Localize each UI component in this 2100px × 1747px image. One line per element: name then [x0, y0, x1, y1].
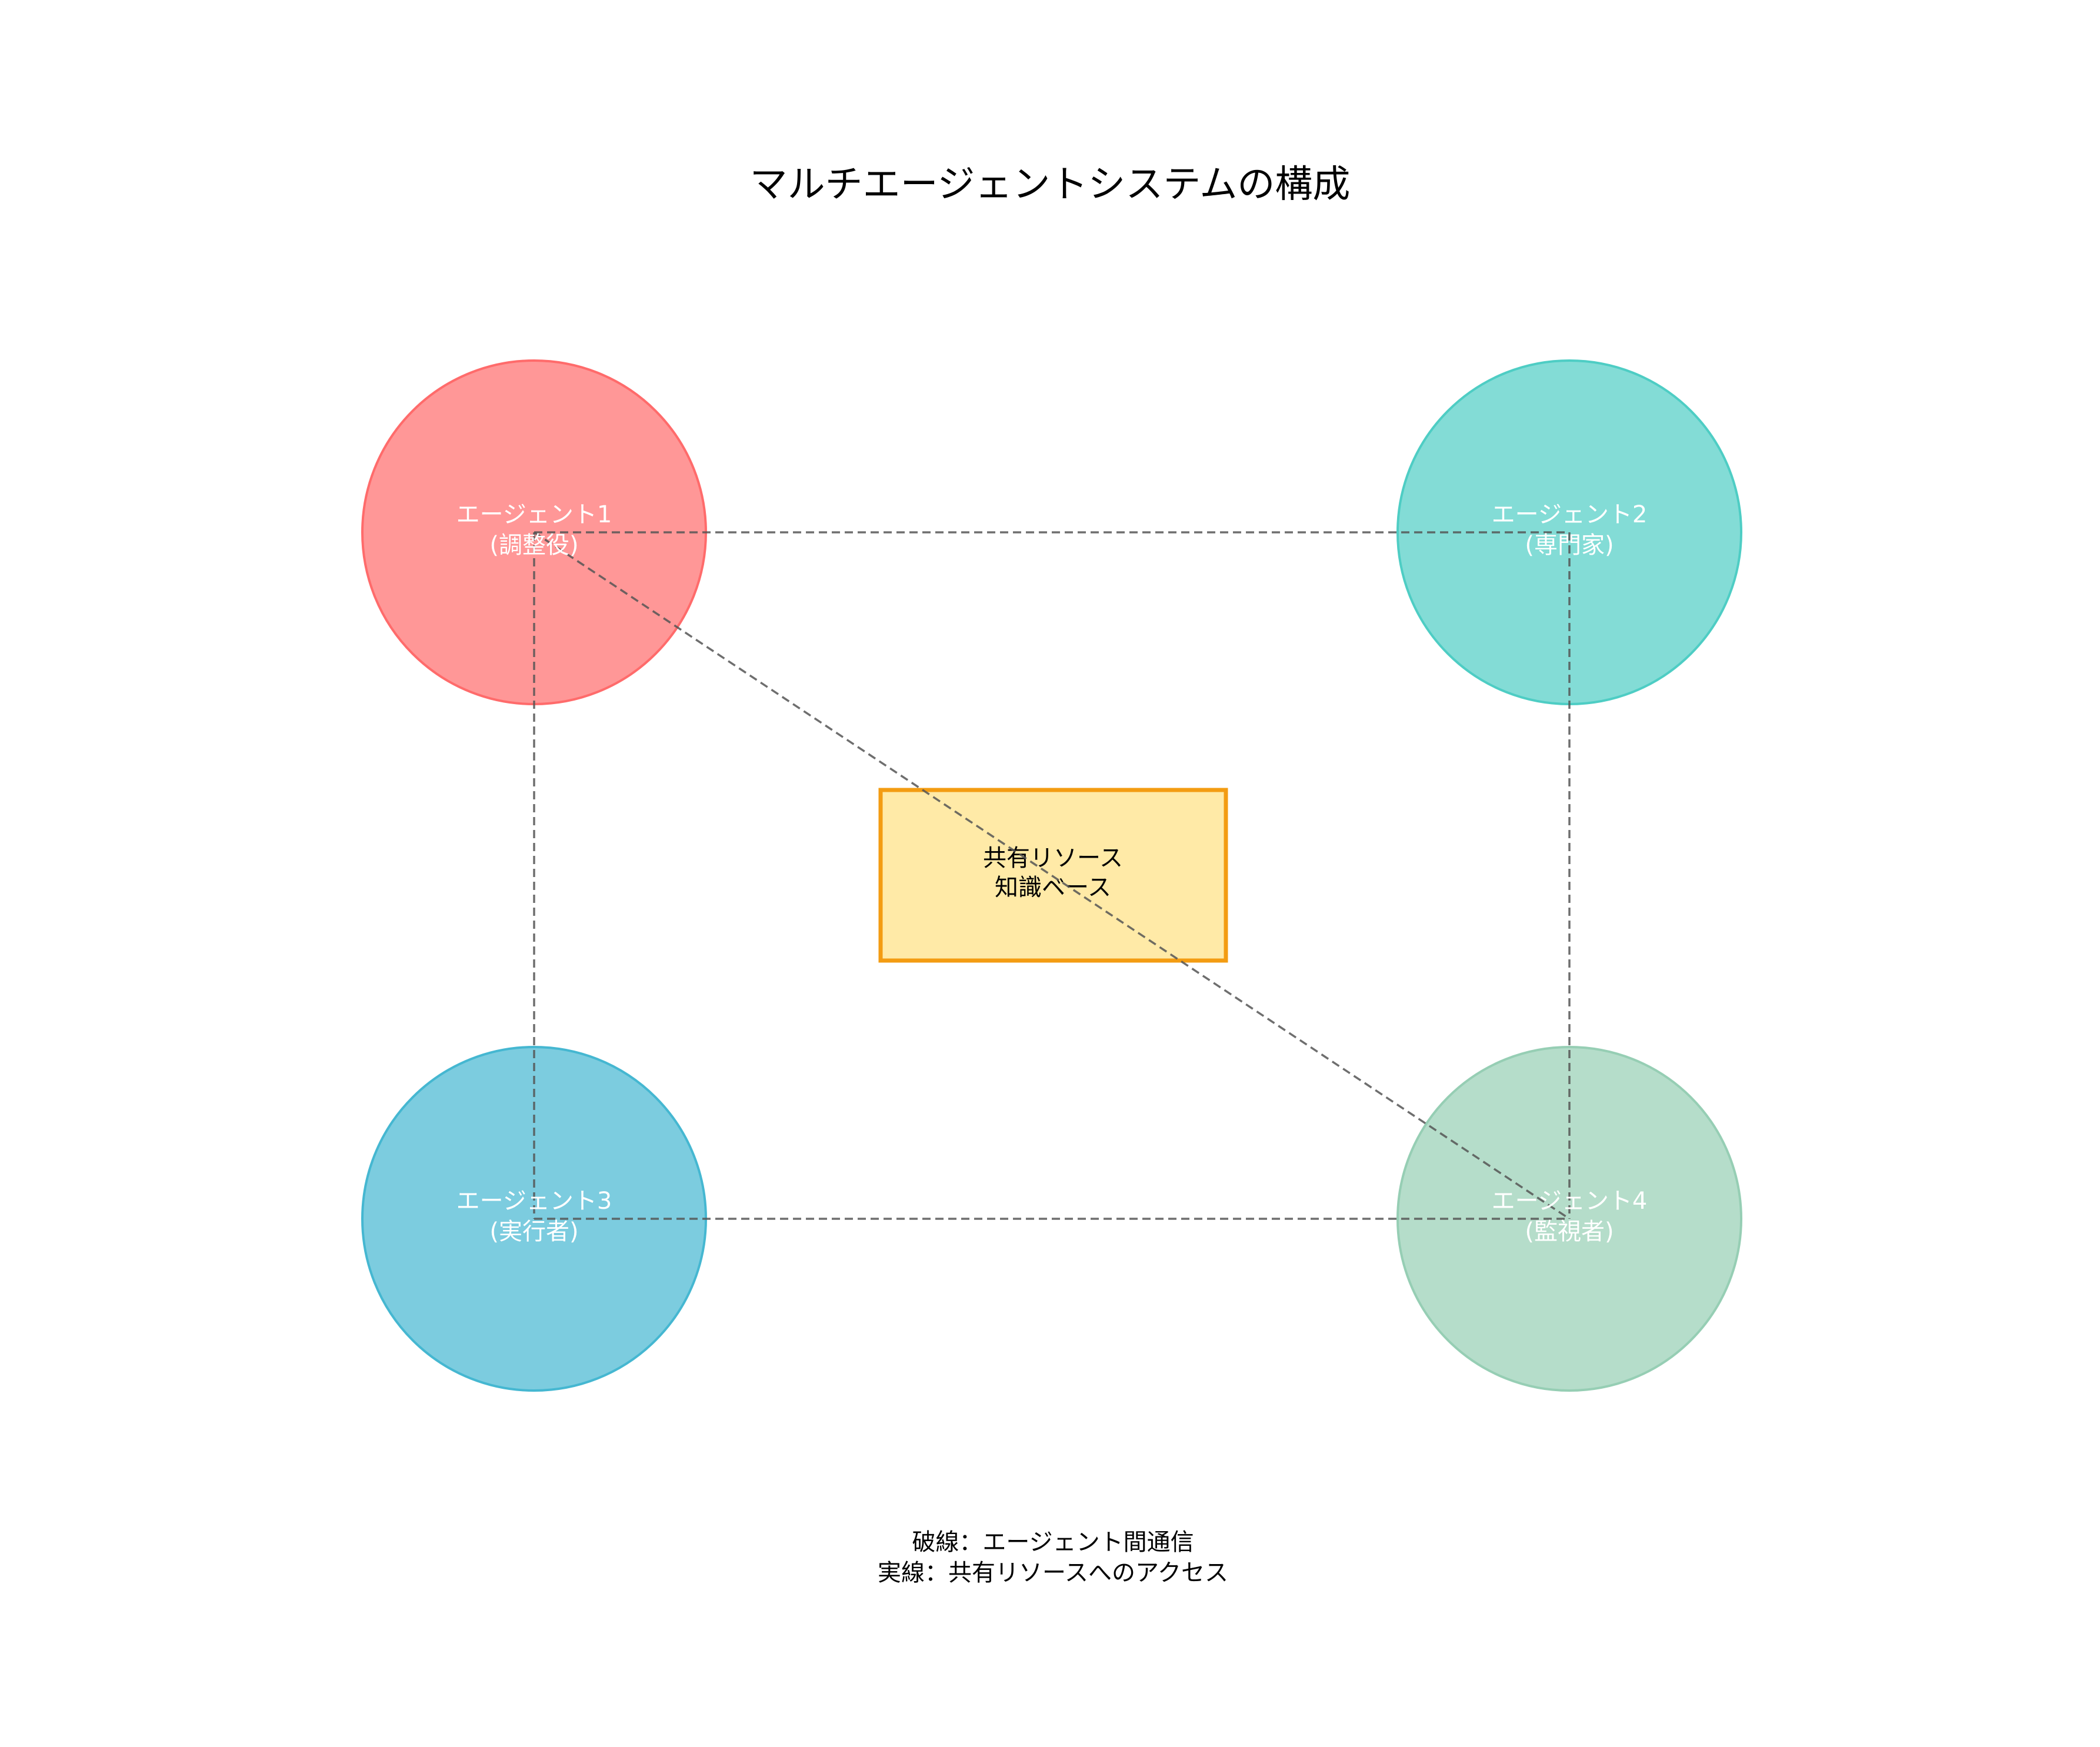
- agent-4-name: エージェント4: [1492, 1188, 1648, 1215]
- legend-solid-line: 実線：共有リソースへのアクセス: [878, 1559, 1228, 1586]
- agent-1-role: (調整役): [489, 532, 578, 559]
- agent-2-role: (専門家): [1525, 532, 1614, 559]
- agent-2-name: エージェント2: [1492, 501, 1648, 528]
- shared-resource-label: 共有リソース: [983, 845, 1123, 872]
- agent-3-name: エージェント3: [456, 1188, 612, 1215]
- knowledge-base-label: 知識ベース: [995, 874, 1111, 901]
- agent-1-name: エージェント1: [456, 501, 612, 528]
- shared-resource-box: [878, 788, 1228, 963]
- agent-4-role: (監視者): [1525, 1218, 1614, 1245]
- diagram-title: マルチエージェントシステムの構成: [750, 163, 1351, 206]
- agent-3-role: (実行者): [489, 1218, 578, 1245]
- legend-dashed-line: 破線：エージェント間通信: [912, 1529, 1194, 1556]
